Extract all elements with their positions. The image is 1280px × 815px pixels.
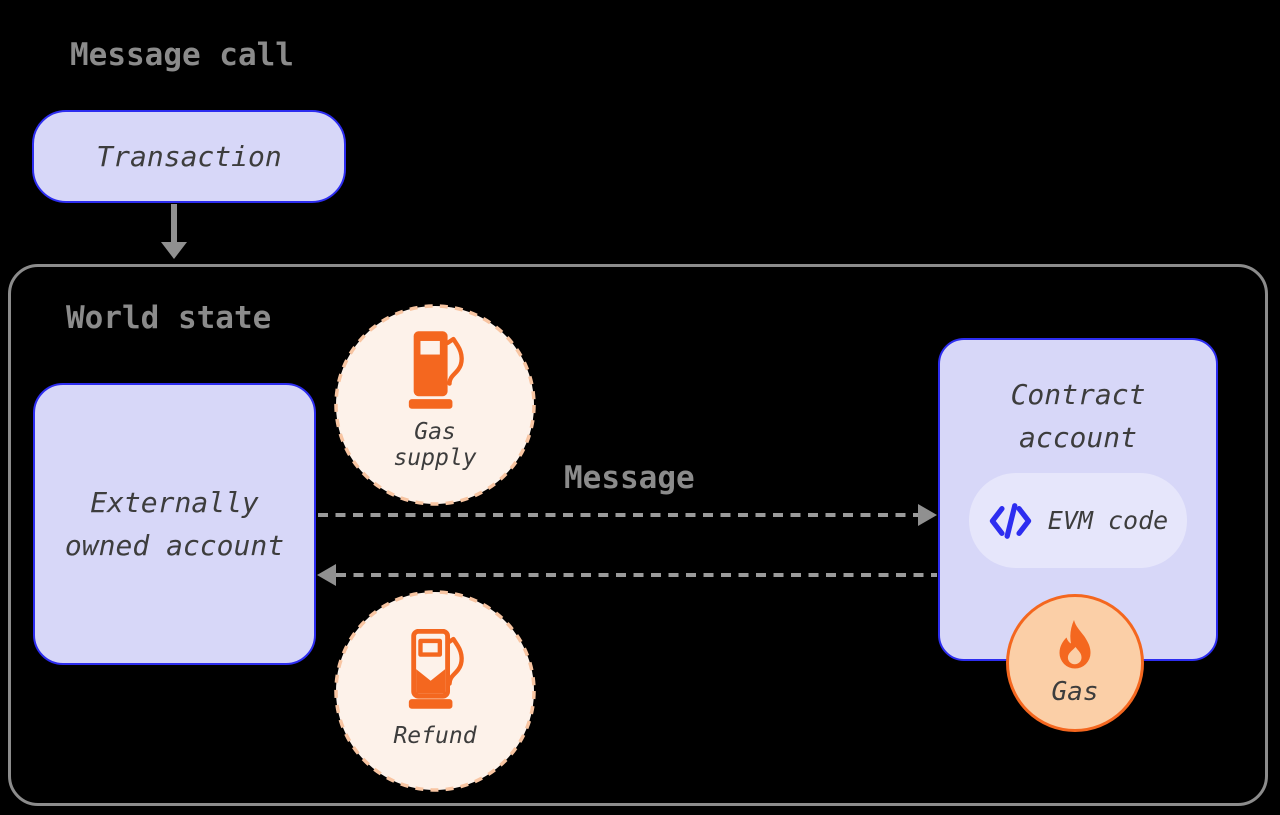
refund-label: Refund (393, 723, 477, 749)
contract-label-line2: account (1018, 421, 1137, 455)
down-arrow-icon (161, 242, 187, 259)
gas-burn-circle: Gas (1006, 594, 1144, 732)
dashed-arrow-left (336, 573, 937, 577)
transaction-node: Transaction (32, 110, 346, 203)
externally-owned-account-node: Externally owned account (33, 383, 316, 665)
gas-supply-label-line2: supply (393, 444, 477, 471)
arrow-left-head-icon (317, 564, 336, 586)
gas-pump-icon (408, 331, 464, 409)
gas-supply-circle: Gas supply (333, 303, 537, 507)
gas-supply-label-line1: Gas (414, 419, 456, 445)
eoa-label-line2: owned account (64, 529, 285, 562)
arrow-right-head-icon (918, 504, 937, 526)
world-state-container (8, 264, 1268, 806)
flame-icon (1059, 619, 1091, 669)
code-icon (989, 502, 1031, 539)
diagram-title: Message call (70, 37, 294, 73)
transaction-label: Transaction (96, 139, 282, 173)
gas-burn-label: Gas (1051, 676, 1099, 707)
message-arrow-label: Message (564, 460, 695, 496)
contract-label-line1: Contract (1010, 378, 1146, 411)
dashed-arrow-right (318, 513, 918, 517)
eoa-label-line1: Externally (90, 485, 259, 519)
evm-code-label: EVM code (1047, 506, 1169, 535)
gas-pump-refund-icon (408, 629, 464, 709)
refund-circle: Refund (333, 589, 537, 793)
world-state-title: World state (66, 300, 272, 336)
evm-code-pill: EVM code (969, 473, 1187, 568)
down-arrow-stem (171, 204, 177, 243)
